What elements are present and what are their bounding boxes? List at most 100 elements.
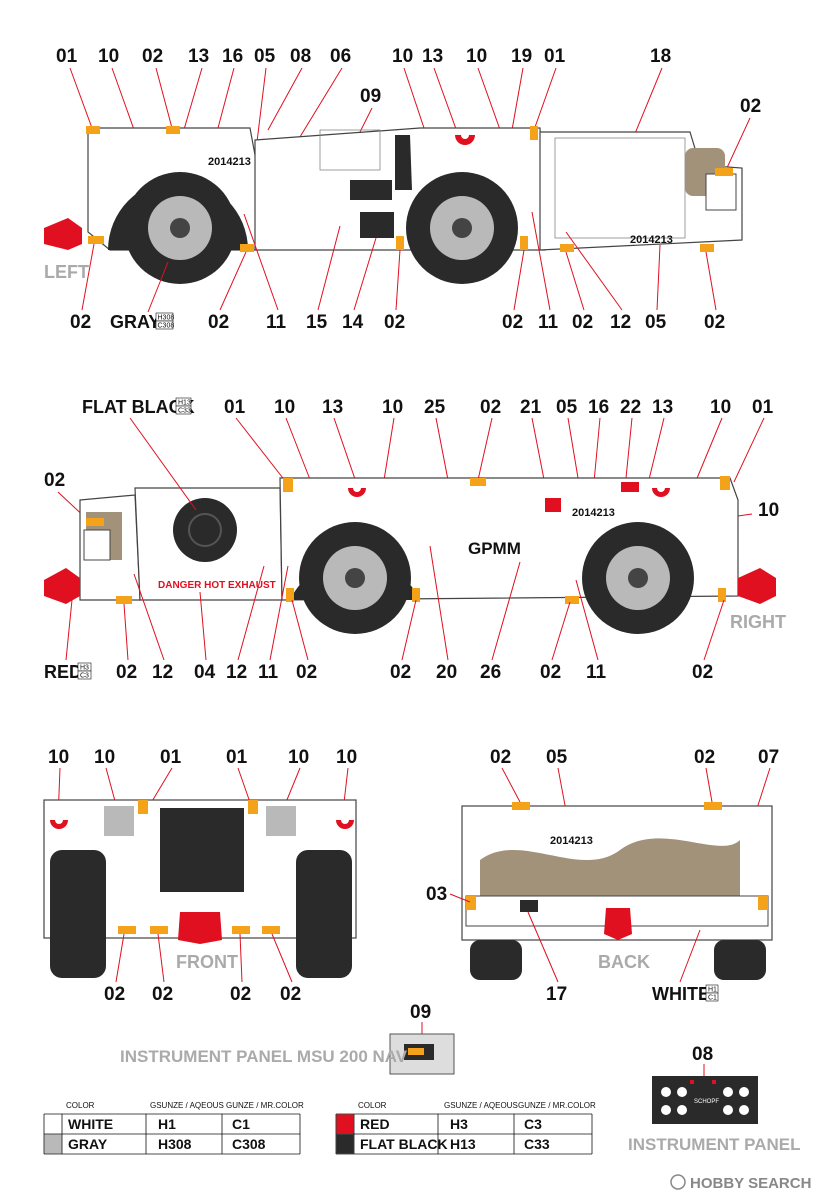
callout: 02 — [44, 470, 65, 491]
callout: 08 — [692, 1044, 713, 1065]
front-vehicle-body — [43, 799, 357, 978]
callout: 02 — [490, 747, 511, 768]
table-header: COLOR — [66, 1101, 95, 1110]
callout: 02 — [502, 312, 523, 333]
red-code-mrcolor: C3 — [80, 673, 89, 680]
flat-black-color-callout: FLAT BLACK H13 C33 — [82, 397, 197, 511]
callout: 13 — [422, 46, 443, 67]
callout: 04 — [194, 662, 216, 683]
right-direction-label: RIGHT — [730, 612, 786, 632]
table-header: GSUNZE / AQEOUS — [150, 1101, 224, 1110]
flat-black-label: FLAT BLACK — [82, 397, 195, 417]
table-header: GSUNZE / AQEOUS — [444, 1101, 518, 1110]
callout: 05 — [556, 397, 578, 418]
right-side-view: 01 10 13 10 25 02 21 05 16 22 13 10 01 0… — [44, 397, 786, 683]
table-header: GUNZE / MR.COLOR — [518, 1101, 596, 1110]
callout: 02 — [208, 312, 229, 333]
callout: 01 — [752, 397, 774, 418]
right-wheels — [290, 522, 694, 634]
callout: 08 — [290, 46, 311, 67]
front-direction-label: FRONT — [176, 952, 238, 972]
back-view: 02 05 02 07 2014213 BACK 03 17 — [426, 747, 779, 1005]
back-vehicle-body — [461, 805, 773, 980]
callout: 05 — [645, 312, 667, 333]
callout: 02 — [572, 312, 593, 333]
callout: 22 — [620, 397, 641, 418]
left-bottom-callouts: 02 02 11 15 14 02 02 11 02 12 05 02 — [70, 211, 725, 333]
msu-panel-title: INSTRUMENT PANEL MSU 200 NAV — [120, 1047, 408, 1066]
left-registration-rear: 2014213 — [630, 234, 673, 246]
callout: 10 — [336, 747, 357, 768]
callout: 10 — [382, 397, 403, 418]
callout: 02 — [280, 984, 301, 1005]
callout: 10 — [94, 747, 115, 768]
callout: 12 — [152, 662, 173, 683]
watermark-text: HOBBY SEARCH — [690, 1175, 811, 1192]
danger-hot-exhaust: DANGER HOT EXHAUST — [158, 580, 276, 591]
flat-black-code-aqueous: H13 — [178, 400, 191, 407]
callout: 07 — [758, 747, 779, 768]
red-color-callout: RED H3 C3 — [44, 599, 92, 682]
front-orange-markers — [118, 800, 280, 934]
table-header: COLOR — [358, 1101, 387, 1110]
callout: 03 — [426, 884, 447, 905]
table-cell: C308 — [232, 1136, 266, 1152]
callout: 02 — [384, 312, 405, 333]
callout: 01 — [544, 46, 566, 67]
callout: 02 — [296, 662, 317, 683]
callout: 13 — [652, 397, 673, 418]
red-code-aqueous: H3 — [80, 665, 89, 672]
gpmm-marking: GPMM — [468, 539, 521, 558]
back-orange-markers — [466, 802, 768, 910]
white-label: WHITE — [652, 984, 710, 1004]
hobby-search-watermark: HOBBY SEARCH — [670, 1174, 811, 1192]
color-table-2: COLOR GSUNZE / AQEOUS GUNZE / MR.COLOR R… — [335, 1101, 596, 1155]
callout: 02 — [116, 662, 137, 683]
swatch-gray — [44, 1134, 62, 1154]
instrument-panel-title: INSTRUMENT PANEL — [628, 1135, 801, 1154]
table-cell: H13 — [450, 1136, 476, 1152]
callout: 10 — [288, 747, 309, 768]
callout: 13 — [322, 397, 343, 418]
callout: 01 — [160, 747, 182, 768]
callout: 12 — [610, 312, 631, 333]
gray-code-mrcolor: C308 — [158, 323, 175, 330]
callout: 10 — [710, 397, 731, 418]
gray-code-aqueous: H308 — [158, 315, 175, 322]
swatch-white — [44, 1114, 62, 1134]
callout: 17 — [546, 984, 567, 1005]
callout: 10 — [392, 46, 413, 67]
table-cell: GRAY — [68, 1136, 108, 1152]
back-registration: 2014213 — [550, 835, 593, 847]
table-header: GUNZE / MR.COLOR — [226, 1101, 304, 1110]
gray-color-callout: GRAY H308 C308 — [110, 261, 175, 332]
left-wheels — [108, 172, 518, 284]
table-cell: WHITE — [68, 1116, 113, 1132]
callout: 16 — [588, 397, 609, 418]
right-bottom-callouts: 02 12 04 12 11 02 02 20 26 02 11 02 — [116, 545, 725, 683]
table-cell: RED — [360, 1116, 390, 1132]
callout: 02 — [704, 312, 725, 333]
schopf-brand: SCHOPF — [694, 1099, 719, 1105]
right-orange-markers — [86, 476, 730, 604]
instrument-panel-msu: 09 INSTRUMENT PANEL MSU 200 NAV — [120, 1002, 455, 1075]
color-table-1: COLOR GSUNZE / AQEOUS GUNZE / MR.COLOR W… — [43, 1101, 304, 1155]
callout: 14 — [342, 312, 364, 333]
callout: 01 — [226, 747, 248, 768]
white-code-mrcolor: C1 — [708, 995, 717, 1002]
callout: 02 — [694, 747, 715, 768]
right-red-parts — [44, 488, 776, 604]
callout: 01 — [56, 46, 78, 67]
table-cell: C3 — [524, 1116, 542, 1132]
callout: 18 — [650, 46, 671, 67]
table-cell: H3 — [450, 1116, 468, 1132]
callout: 02 — [480, 397, 501, 418]
callout: 09 — [360, 86, 381, 107]
callout: 11 — [258, 662, 279, 683]
callout: 21 — [520, 397, 542, 418]
table-cell: FLAT BLACK — [360, 1136, 448, 1152]
callout: 02 — [740, 96, 761, 117]
white-color-callout: WHITE H1 C1 — [652, 929, 719, 1004]
callout: 25 — [424, 397, 446, 418]
left-top-callouts: 01 10 02 13 16 05 08 06 10 13 10 19 01 1… — [56, 46, 761, 117]
